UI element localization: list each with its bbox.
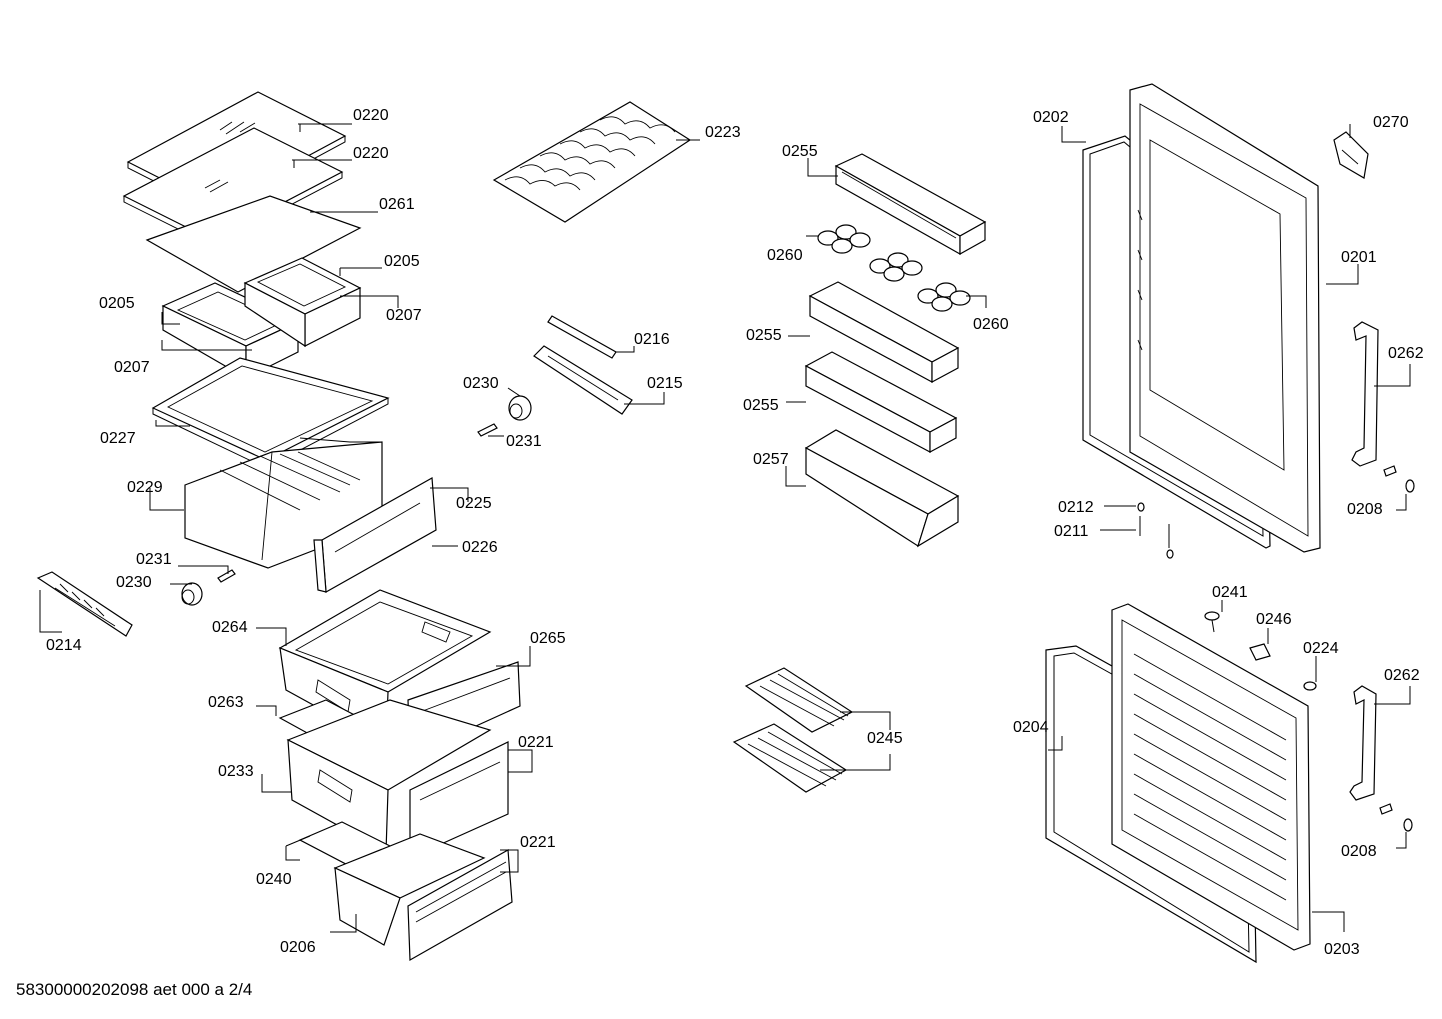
egg-cup-set-b [869, 252, 923, 282]
label-0240: 0240 [256, 871, 292, 888]
rail-0215 [533, 345, 633, 415]
drawer-front-panel [313, 477, 437, 593]
label-0265: 0265 [530, 630, 566, 647]
shelf-frame [151, 357, 390, 469]
hinge-pin-0241 [1204, 611, 1220, 633]
freezer-drawer-middle-front [409, 741, 509, 859]
label-0262-lower: 0262 [1384, 667, 1420, 684]
label-0241: 0241 [1212, 584, 1248, 601]
freezer-door [1111, 603, 1311, 951]
label-0255-middle: 0255 [746, 327, 782, 344]
leader-lines [39, 123, 1411, 933]
slide-rail-left [36, 571, 133, 637]
freezer-drawer-bottom-front [407, 849, 513, 962]
label-0225: 0225 [456, 495, 492, 512]
label-0207-left: 0207 [114, 359, 150, 376]
ice-tray-upper [744, 667, 854, 733]
label-0246: 0246 [1256, 611, 1292, 628]
door-handle-0262-upper [1351, 321, 1379, 467]
door-shelf-lower [804, 351, 958, 454]
pin-0231-center [477, 423, 498, 437]
freezer-drawer-middle [286, 699, 492, 853]
label-0255-lower: 0255 [743, 397, 779, 414]
door-shelf-middle [808, 281, 960, 384]
door-handle-0262-lower [1349, 685, 1377, 801]
label-0262-upper: 0262 [1388, 345, 1424, 362]
label-0231-center: 0231 [506, 433, 542, 450]
label-0221-lower: 0221 [520, 834, 556, 851]
door-shelf-bottle [804, 429, 960, 548]
pin-0231-left [217, 569, 236, 583]
shelf-cover-plate [145, 195, 362, 293]
label-0226: 0226 [462, 539, 498, 556]
label-0263: 0263 [208, 694, 244, 711]
label-0220-upper: 0220 [353, 107, 389, 124]
label-0212: 0212 [1058, 499, 1094, 516]
label-0207-right: 0207 [386, 307, 422, 324]
label-0208-upper: 0208 [1347, 501, 1383, 518]
label-0208-lower: 0208 [1341, 843, 1377, 860]
label-0255-top: 0255 [782, 143, 818, 160]
freezer-drawer-bottom [333, 833, 486, 946]
label-0224: 0224 [1303, 640, 1339, 657]
roller-0230-left [181, 582, 203, 606]
part-labels: 0220 0220 0261 0205 0205 0207 0207 0227 … [46, 107, 1424, 958]
label-0203: 0203 [1324, 941, 1360, 958]
label-0215: 0215 [647, 375, 683, 392]
label-0245: 0245 [867, 730, 903, 747]
fridge-door [1129, 83, 1321, 553]
door-shelf-top [834, 153, 987, 256]
label-0257: 0257 [753, 451, 789, 468]
label-0230-center: 0230 [463, 375, 499, 392]
crisper-box-right [243, 257, 362, 348]
label-0227: 0227 [100, 430, 136, 447]
egg-cup-set-a [817, 224, 871, 254]
screw-0208-lower [1379, 803, 1413, 832]
label-0201: 0201 [1341, 249, 1377, 266]
rail-0216 [547, 315, 617, 359]
label-0204: 0204 [1013, 719, 1049, 736]
label-0231-left: 0231 [136, 551, 172, 568]
stopper-0224 [1303, 681, 1317, 691]
label-0206: 0206 [280, 939, 316, 956]
label-0216: 0216 [634, 331, 670, 348]
label-0260-right: 0260 [973, 316, 1009, 333]
roller-0230-center [508, 395, 532, 421]
label-0233: 0233 [218, 763, 254, 780]
label-0264: 0264 [212, 619, 248, 636]
label-0211: 0211 [1054, 523, 1089, 540]
label-0229: 0229 [127, 479, 163, 496]
label-0202: 0202 [1033, 109, 1069, 126]
door-hinge-0270 [1333, 131, 1369, 179]
label-0270: 0270 [1373, 114, 1409, 131]
label-0205-left: 0205 [99, 295, 135, 312]
label-0261: 0261 [379, 196, 415, 213]
label-0223: 0223 [705, 124, 741, 141]
document-code: 58300000202098 aet 000 a 2/4 [16, 980, 253, 999]
small-parts-0211-0212 [1137, 502, 1174, 559]
label-0214: 0214 [46, 637, 82, 654]
label-0205-right: 0205 [384, 253, 420, 270]
label-0230-left: 0230 [116, 574, 152, 591]
label-0260-left: 0260 [767, 247, 803, 264]
ice-tray-lower [732, 723, 848, 793]
bottle-rack-0223 [492, 101, 692, 223]
hinge-cover-0246 [1249, 643, 1271, 661]
egg-cup-set-c [917, 282, 971, 312]
label-0221-upper: 0221 [518, 734, 554, 751]
label-0220-lower: 0220 [353, 145, 389, 162]
screw-0208-upper [1383, 465, 1415, 493]
